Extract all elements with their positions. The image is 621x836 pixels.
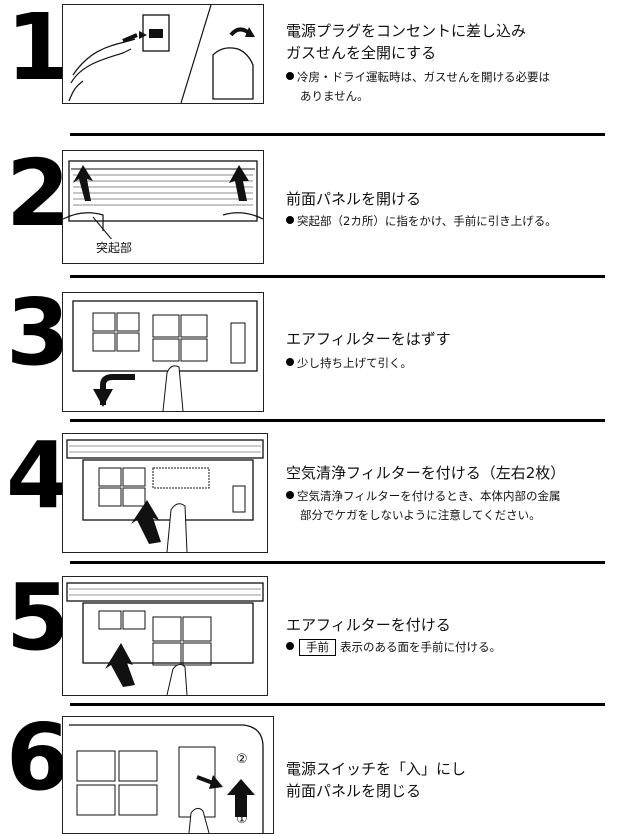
separator — [70, 561, 605, 564]
bullet-icon — [286, 216, 294, 224]
step-number: 2 — [6, 140, 70, 247]
separator — [70, 133, 605, 136]
step-note: 少し持ち上げて引く。 — [286, 354, 616, 373]
step-marker-1: ① — [236, 812, 248, 827]
bullet-icon — [286, 358, 294, 366]
note-line: 空気清浄フィルターを付けるとき、本体内部の金属 — [297, 489, 561, 503]
note-line: 表示のある面を手前に付ける。 — [340, 640, 501, 654]
open-front-panel-illustration — [63, 160, 263, 242]
bullet-icon — [286, 642, 294, 650]
step-marker-2: ② — [236, 752, 248, 767]
step-illustration — [62, 716, 274, 834]
step-illustration — [62, 292, 264, 412]
note-line: 部分でケガをしないように注意してください。 — [300, 508, 541, 522]
step-title: 電源プラグをコンセントに差し込み ガスせんを全開にする — [286, 22, 527, 62]
step-note: 手前表示のある面を手前に付ける。 — [286, 638, 616, 657]
step-illustration — [62, 576, 268, 696]
step-number: 3 — [6, 279, 70, 386]
step-illustration — [62, 433, 268, 553]
power-switch-close-panel-illustration — [69, 724, 264, 833]
step-illustration — [62, 150, 264, 264]
step-illustration — [62, 4, 264, 104]
step-title: エアフィルターをはずす — [286, 330, 451, 348]
separator — [70, 419, 605, 422]
attach-air-purifying-filter-illustration — [66, 439, 264, 552]
attach-air-filter-illustration — [66, 582, 264, 695]
note-line: 冷房・ドライ運転時は、ガスせんを開ける必要は — [297, 70, 550, 84]
step-note: 空気清浄フィルターを付けるとき、本体内部の金属 部分でケガをしないように注意して… — [286, 487, 616, 525]
step-note: 突起部（2カ所）に指をかけ、手前に引き上げる。 — [286, 212, 616, 231]
note-line: 少し持ち上げて引く。 — [297, 356, 412, 370]
step-number: 1 — [6, 0, 70, 101]
separator — [70, 275, 605, 278]
step-title: エアフィルターを付ける — [286, 616, 451, 634]
note-line: 突起部（2カ所）に指をかけ、手前に引き上げる。 — [297, 214, 557, 228]
step-number: 4 — [6, 422, 70, 529]
step-title: 前面パネルを開ける — [286, 190, 422, 208]
step-note: 冷房・ドライ運転時は、ガスせんを開ける必要は ありません。 — [286, 68, 616, 106]
bullet-icon — [286, 72, 294, 80]
step-title: 電源スイッチを「入」にし 前面パネルを閉じる — [286, 760, 467, 800]
front-side-label: 手前 — [299, 639, 336, 656]
step-number: 5 — [6, 564, 70, 671]
plug-outlet-gas-valve-illustration — [68, 5, 255, 103]
remove-air-filter-illustration — [72, 300, 258, 411]
bullet-icon — [286, 491, 294, 499]
protrusion-callout: 突起部 — [96, 239, 133, 256]
note-line: ありません。 — [300, 89, 369, 103]
step-title: 空気清浄フィルターを付ける（左右2枚） — [286, 464, 566, 482]
step-number: 6 — [6, 704, 70, 811]
separator — [70, 703, 605, 706]
